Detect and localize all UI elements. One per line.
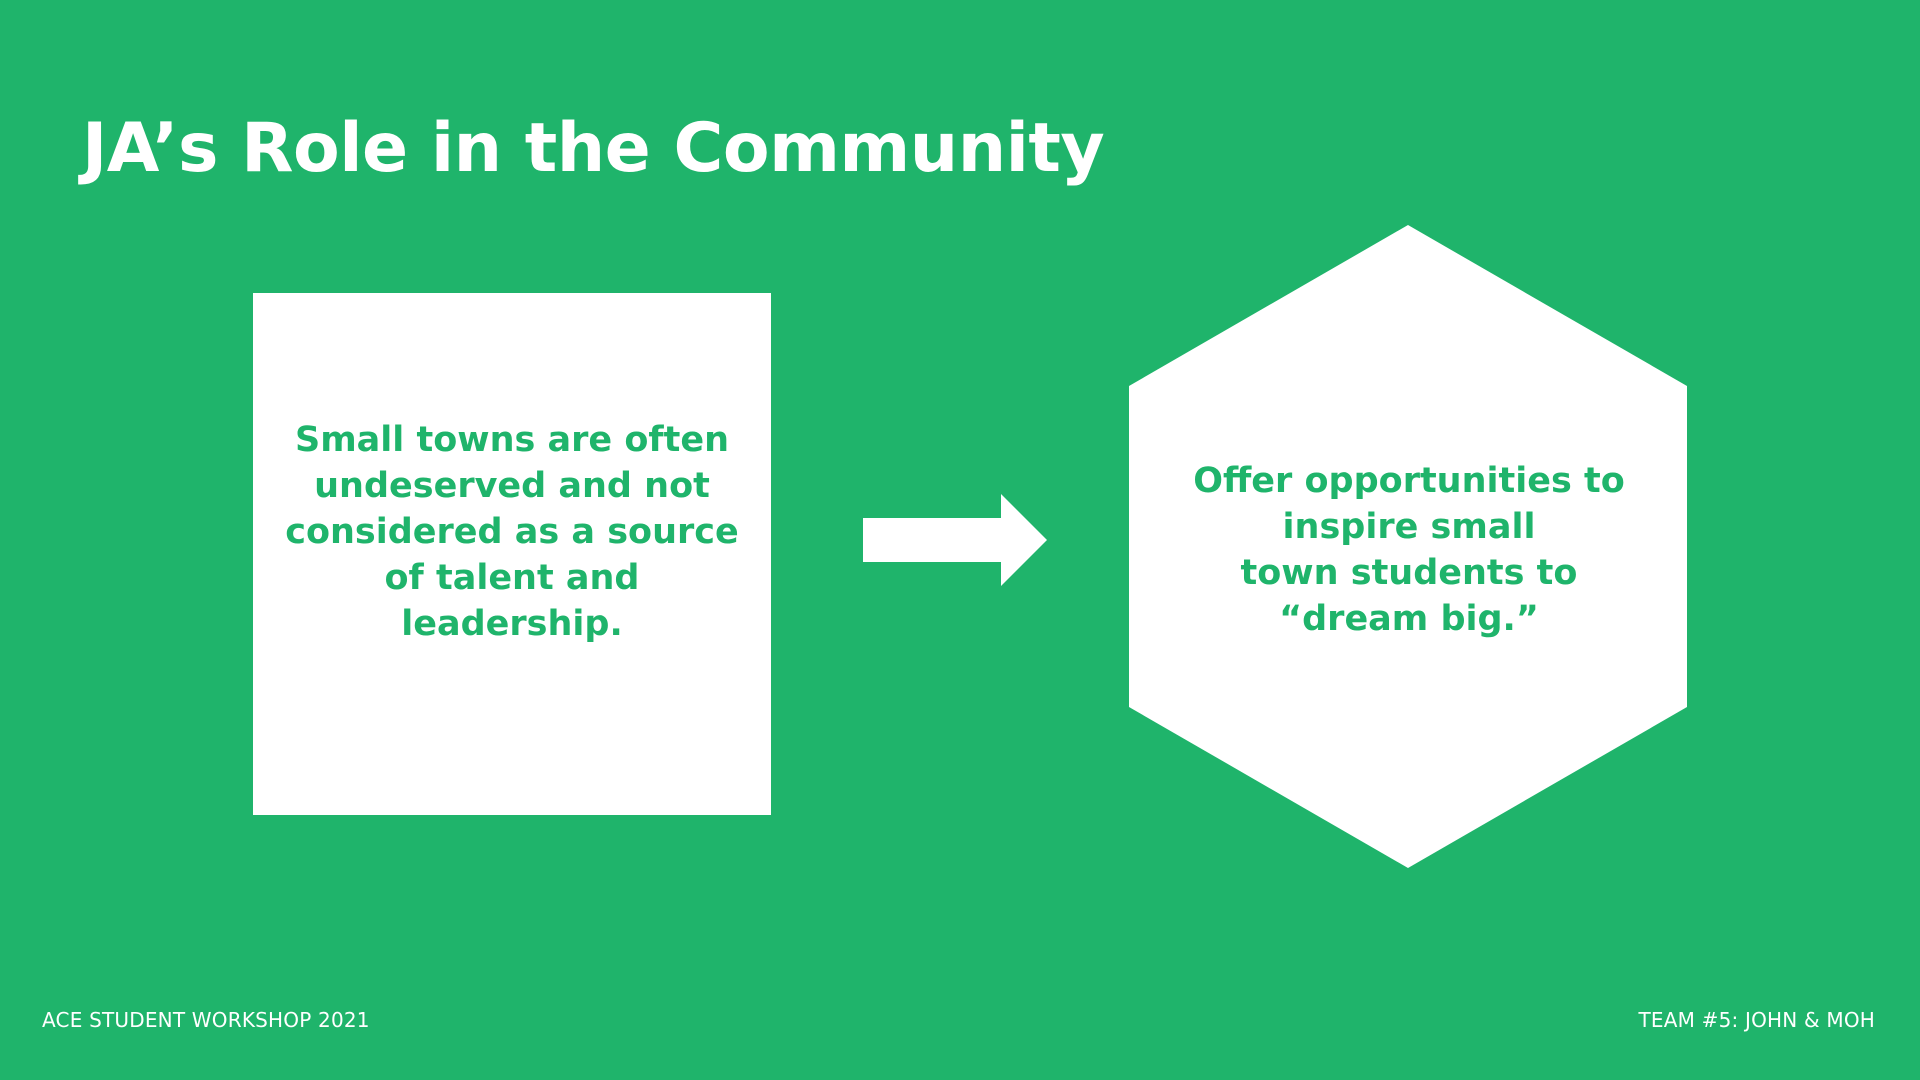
footer-team-label: TEAM #5: JOHN & MOH bbox=[1638, 1008, 1875, 1032]
problem-box: Small towns are often undeserved and not… bbox=[253, 293, 771, 815]
arrow-shape bbox=[863, 494, 1047, 586]
footer-event-label: ACE STUDENT WORKSHOP 2021 bbox=[42, 1008, 370, 1032]
hexagon-shape bbox=[1129, 225, 1687, 868]
solution-text: Offer opportunities to inspire small tow… bbox=[1193, 461, 1625, 639]
right-arrow-icon bbox=[863, 494, 1047, 586]
solution-hexagon bbox=[1129, 225, 1687, 868]
problem-text: Small towns are often undeserved and not… bbox=[285, 420, 739, 644]
slide-title: JA’s Role in the Community bbox=[82, 109, 1105, 188]
